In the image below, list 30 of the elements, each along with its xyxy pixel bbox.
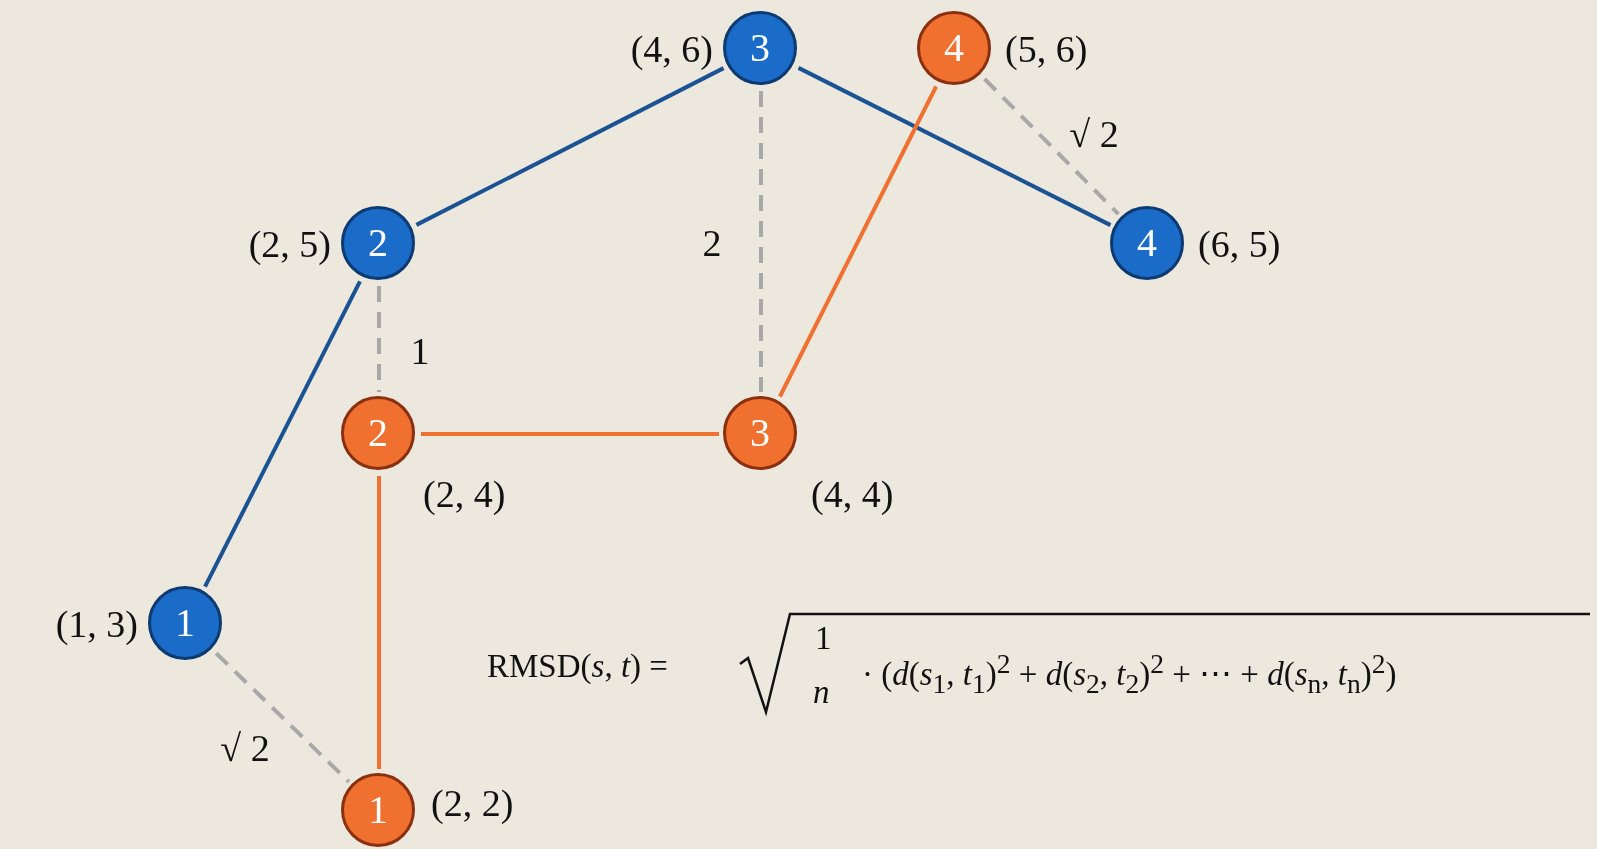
dashed-line — [377, 286, 381, 392]
connector-line — [778, 85, 938, 398]
coordinate-label: (4, 6) — [630, 30, 713, 68]
numbered-circle: 4 — [1110, 206, 1184, 280]
numbered-circle: 1 — [341, 773, 415, 847]
connector-line — [797, 66, 1112, 227]
numbered-circle: 2 — [341, 206, 415, 280]
formula-text: RMSD(s, t) = — [487, 650, 668, 683]
coordinate-label: (2, 5) — [248, 225, 331, 263]
coordinate-label: (6, 5) — [1198, 225, 1281, 263]
connector-line — [415, 66, 725, 227]
numbered-circle: 3 — [723, 396, 797, 470]
connector-line — [421, 432, 719, 436]
connector-line — [377, 476, 381, 769]
connector-line — [203, 280, 362, 588]
numbered-circle: 3 — [723, 11, 797, 85]
formula-text: · (d(s$_{1}$, t$_{1}$)$^{2}$ + d(s$_{2}$, t$_{2}$)$^{2}$ + ⋯ + d(s$_{n}$, t$_{n}$)$^{2}$) — [862, 650, 1397, 698]
denominator: n — [813, 676, 830, 709]
numbered-circle: 1 — [148, 586, 222, 660]
coordinate-label: (5, 6) — [1005, 30, 1088, 68]
dashed-line — [214, 651, 351, 784]
coordinate-label: (2, 2) — [431, 784, 514, 822]
coordinate-label: (2, 4) — [423, 475, 506, 513]
coordinate-label: (1, 3) — [55, 605, 138, 643]
dashed-line — [983, 77, 1120, 216]
numbered-circle: 4 — [917, 11, 991, 85]
numbered-circle: 2 — [341, 396, 415, 470]
dashed-line — [759, 91, 763, 392]
numerator: 1 — [815, 622, 832, 655]
coordinate-label: (4, 4) — [811, 475, 894, 513]
